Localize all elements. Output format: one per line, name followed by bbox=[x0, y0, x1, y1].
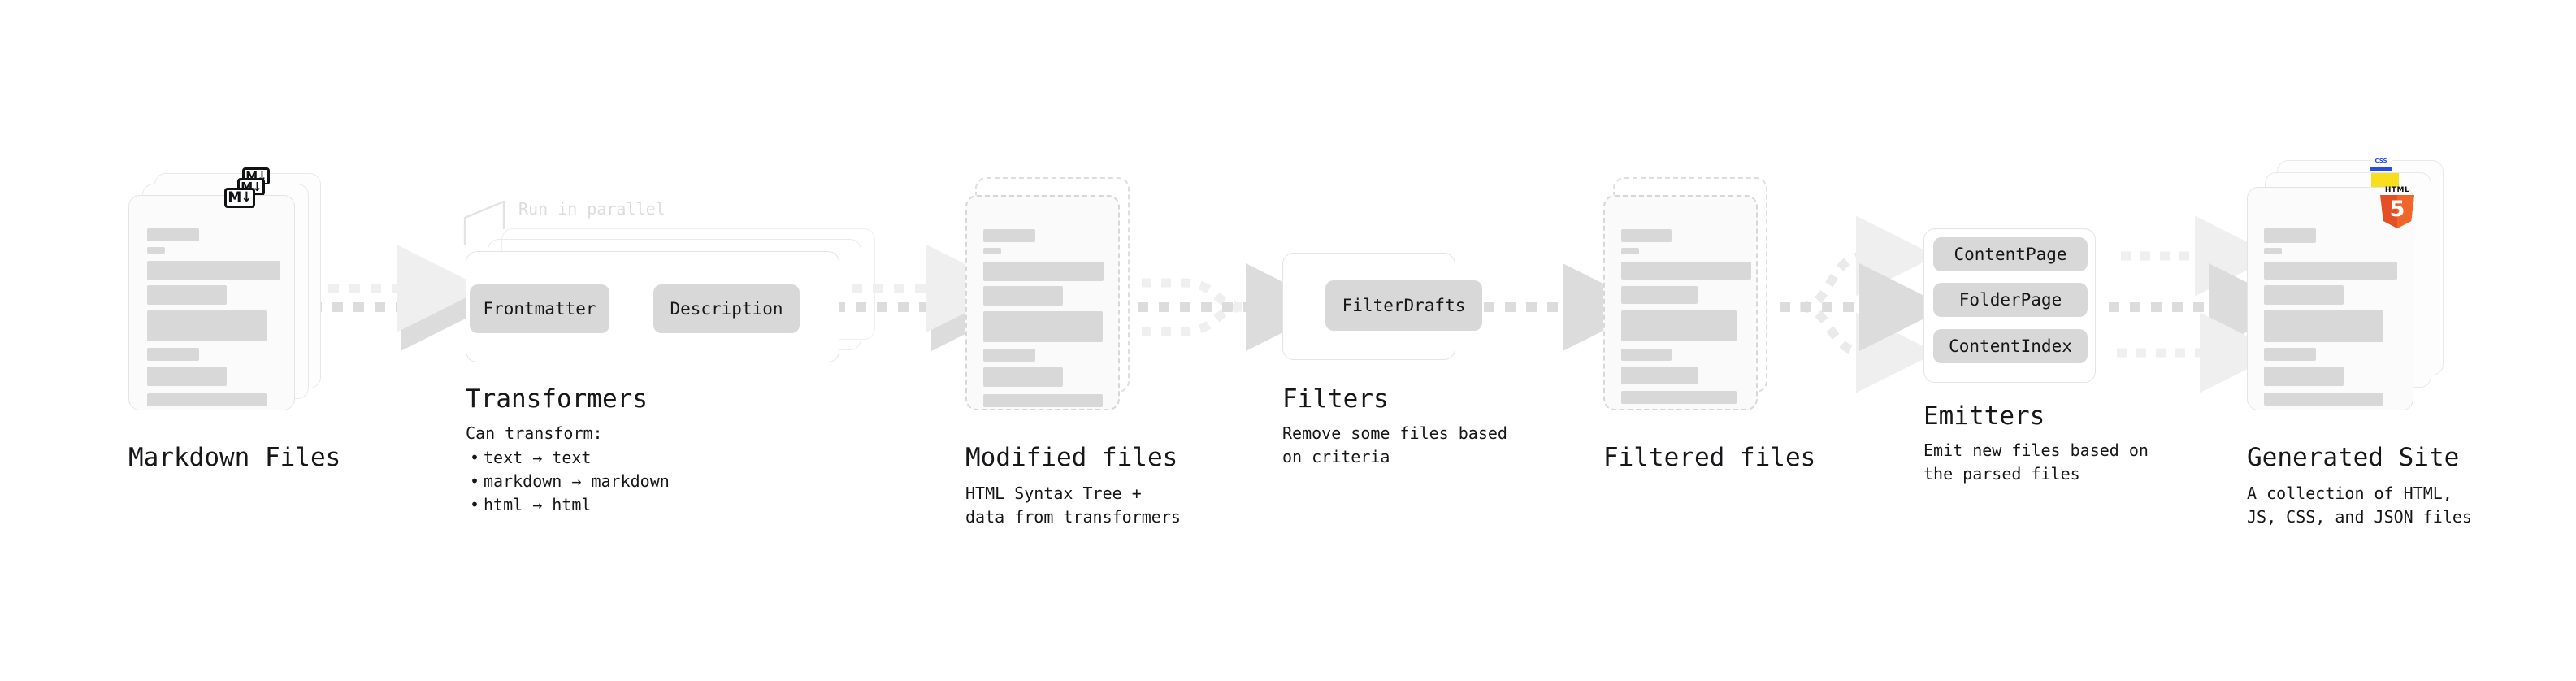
css-icon: CSS bbox=[2370, 158, 2392, 171]
filter-node-filterdrafts[interactable]: FilterDrafts bbox=[1325, 280, 1482, 331]
run-in-parallel-label: Run in parallel bbox=[518, 199, 666, 219]
content-bar bbox=[1621, 248, 1639, 254]
transform-item: text → text bbox=[470, 446, 742, 470]
content-bar bbox=[147, 261, 280, 280]
content-bar bbox=[2264, 228, 2316, 243]
content-bar bbox=[1621, 262, 1751, 280]
modified-card-front bbox=[965, 195, 1120, 410]
transform-list: text → text markdown → markdown html → h… bbox=[466, 446, 742, 517]
content-bar bbox=[2264, 348, 2316, 361]
stage-title-generated-site: Generated Site bbox=[2247, 443, 2460, 472]
content-bar bbox=[147, 348, 199, 361]
content-bar bbox=[983, 394, 1103, 407]
site-card-front bbox=[2247, 187, 2413, 410]
stage-title-filters: Filters bbox=[1282, 384, 1389, 414]
emitter-node-folderpage[interactable]: FolderPage bbox=[1933, 283, 2088, 317]
content-bar bbox=[983, 286, 1063, 306]
content-bar bbox=[147, 285, 227, 305]
stage-title-transformers: Transformers bbox=[466, 384, 648, 414]
content-bar bbox=[2264, 262, 2397, 280]
stage-title-markdown-files: Markdown Files bbox=[128, 443, 341, 472]
content-bar bbox=[983, 349, 1035, 362]
content-bar bbox=[2264, 310, 2383, 342]
stage-desc-emitters: Emit new files based on the parsed files bbox=[1923, 440, 2149, 484]
stage-desc-filters: Remove some files based on criteria bbox=[1282, 423, 1507, 466]
content-bar bbox=[2264, 367, 2344, 386]
content-bar bbox=[147, 310, 267, 341]
content-bar bbox=[2264, 248, 2282, 254]
transform-lead: Can transform: bbox=[466, 423, 603, 443]
content-bar bbox=[1621, 349, 1672, 361]
content-bar bbox=[1621, 310, 1737, 341]
stage-desc-transformers: Can transform: text → text markdown → ma… bbox=[466, 422, 742, 517]
stage-generated-site: CSS HTML 5 Generated Site A collection o… bbox=[0, 0, 2472, 681]
emitter-node-contentpage[interactable]: ContentPage bbox=[1933, 237, 2088, 271]
transform-item: html → html bbox=[470, 493, 742, 517]
content-bar bbox=[147, 247, 165, 254]
content-bar bbox=[1621, 367, 1698, 384]
emitter-node-contentindex[interactable]: ContentIndex bbox=[1933, 329, 2088, 363]
content-bar bbox=[147, 228, 199, 241]
markdown-icon: M↓ bbox=[224, 188, 255, 208]
content-bar bbox=[983, 311, 1103, 342]
connector-modified-to-filters bbox=[1138, 263, 1334, 351]
transformer-node-description[interactable]: Description bbox=[653, 284, 800, 333]
stage-title-modified-files: Modified files bbox=[965, 443, 1178, 472]
content-bar bbox=[983, 262, 1104, 281]
content-bar bbox=[983, 367, 1063, 387]
stage-title-filtered-files: Filtered files bbox=[1603, 443, 1816, 472]
markdown-card-front bbox=[128, 195, 295, 410]
content-bar bbox=[2264, 393, 2383, 406]
content-bar bbox=[147, 393, 267, 406]
transformer-node-frontmatter[interactable]: Frontmatter bbox=[470, 284, 609, 333]
content-bar bbox=[1621, 391, 1737, 404]
js-icon bbox=[2371, 173, 2399, 189]
stage-desc-modified-files: HTML Syntax Tree + data from transformer… bbox=[965, 484, 1181, 527]
connector-md-to-transformers bbox=[311, 245, 488, 351]
content-bar bbox=[1621, 286, 1698, 304]
transform-item: markdown → markdown bbox=[470, 470, 742, 493]
html5-numeral: 5 bbox=[2389, 197, 2405, 222]
connector-emitters-to-site bbox=[2109, 215, 2296, 393]
stage-desc-generated-site: A collection of HTML, JS, CSS, and JSON … bbox=[2247, 484, 2472, 527]
content-bar bbox=[983, 229, 1035, 242]
content-bar bbox=[983, 248, 1001, 254]
content-bar bbox=[1621, 229, 1672, 242]
html5-icon: HTML 5 bbox=[2380, 186, 2414, 228]
stage-title-emitters: Emitters bbox=[1923, 401, 2045, 431]
content-bar bbox=[2264, 285, 2344, 305]
html5-shield-shade bbox=[2397, 195, 2414, 228]
connector-filtered-to-emitters bbox=[1780, 215, 1947, 393]
content-bar bbox=[147, 367, 227, 386]
html5-wordmark: HTML bbox=[2384, 186, 2410, 194]
filtered-card-front bbox=[1603, 195, 1758, 410]
